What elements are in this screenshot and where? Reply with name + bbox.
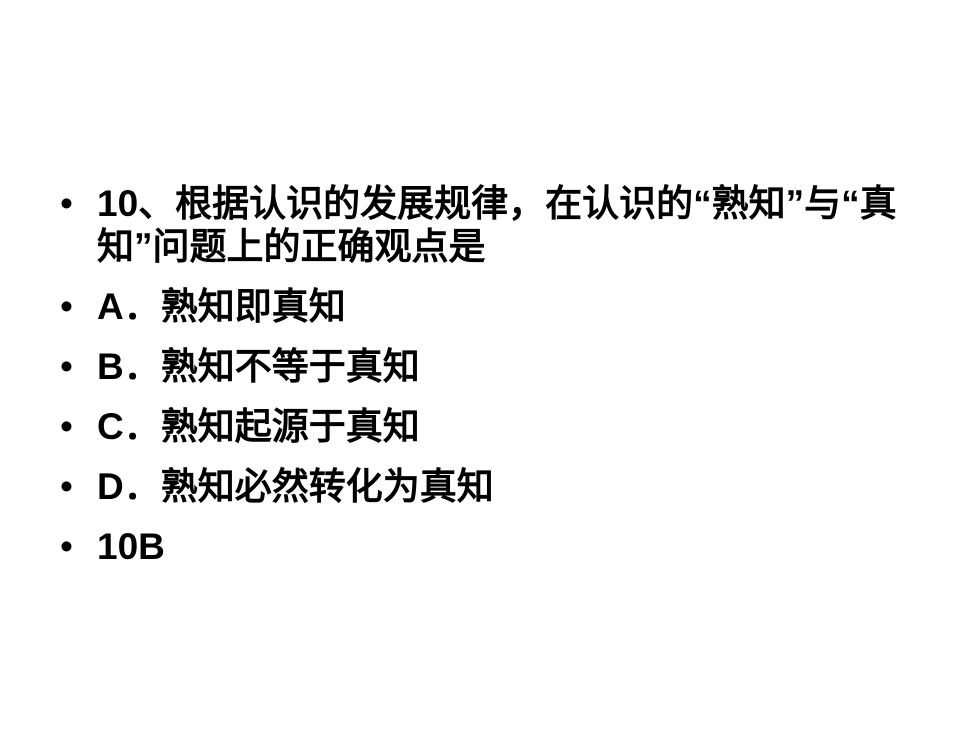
option-d-text: D．熟知必然转化为真知 <box>97 466 494 507</box>
option-c-item: • C．熟知起源于真知 <box>60 405 920 448</box>
bullet-icon: • <box>60 183 73 224</box>
bullet-icon: • <box>60 466 73 507</box>
bullet-icon: • <box>60 286 73 327</box>
option-d-item: • D．熟知必然转化为真知 <box>60 465 920 508</box>
option-a-item: • A．熟知即真知 <box>60 285 920 328</box>
bullet-icon: • <box>60 406 73 447</box>
question-item: • 10、根据认识的发展规律，在认识的“熟知”与“真知”问题上的正确观点是 <box>60 182 920 268</box>
answer-text: 10B <box>97 526 165 567</box>
bullet-list: • 10、根据认识的发展规律，在认识的“熟知”与“真知”问题上的正确观点是 • … <box>60 182 920 585</box>
option-a-text: A．熟知即真知 <box>97 286 346 327</box>
bullet-icon: • <box>60 526 73 567</box>
bullet-icon: • <box>60 346 73 387</box>
option-b-text: B．熟知不等于真知 <box>97 346 420 387</box>
answer-item: • 10B <box>60 525 920 568</box>
question-text: 10、根据认识的发展规律，在认识的“熟知”与“真知”问题上的正确观点是 <box>97 183 897 267</box>
option-c-text: C．熟知起源于真知 <box>97 406 420 447</box>
option-b-item: • B．熟知不等于真知 <box>60 345 920 388</box>
